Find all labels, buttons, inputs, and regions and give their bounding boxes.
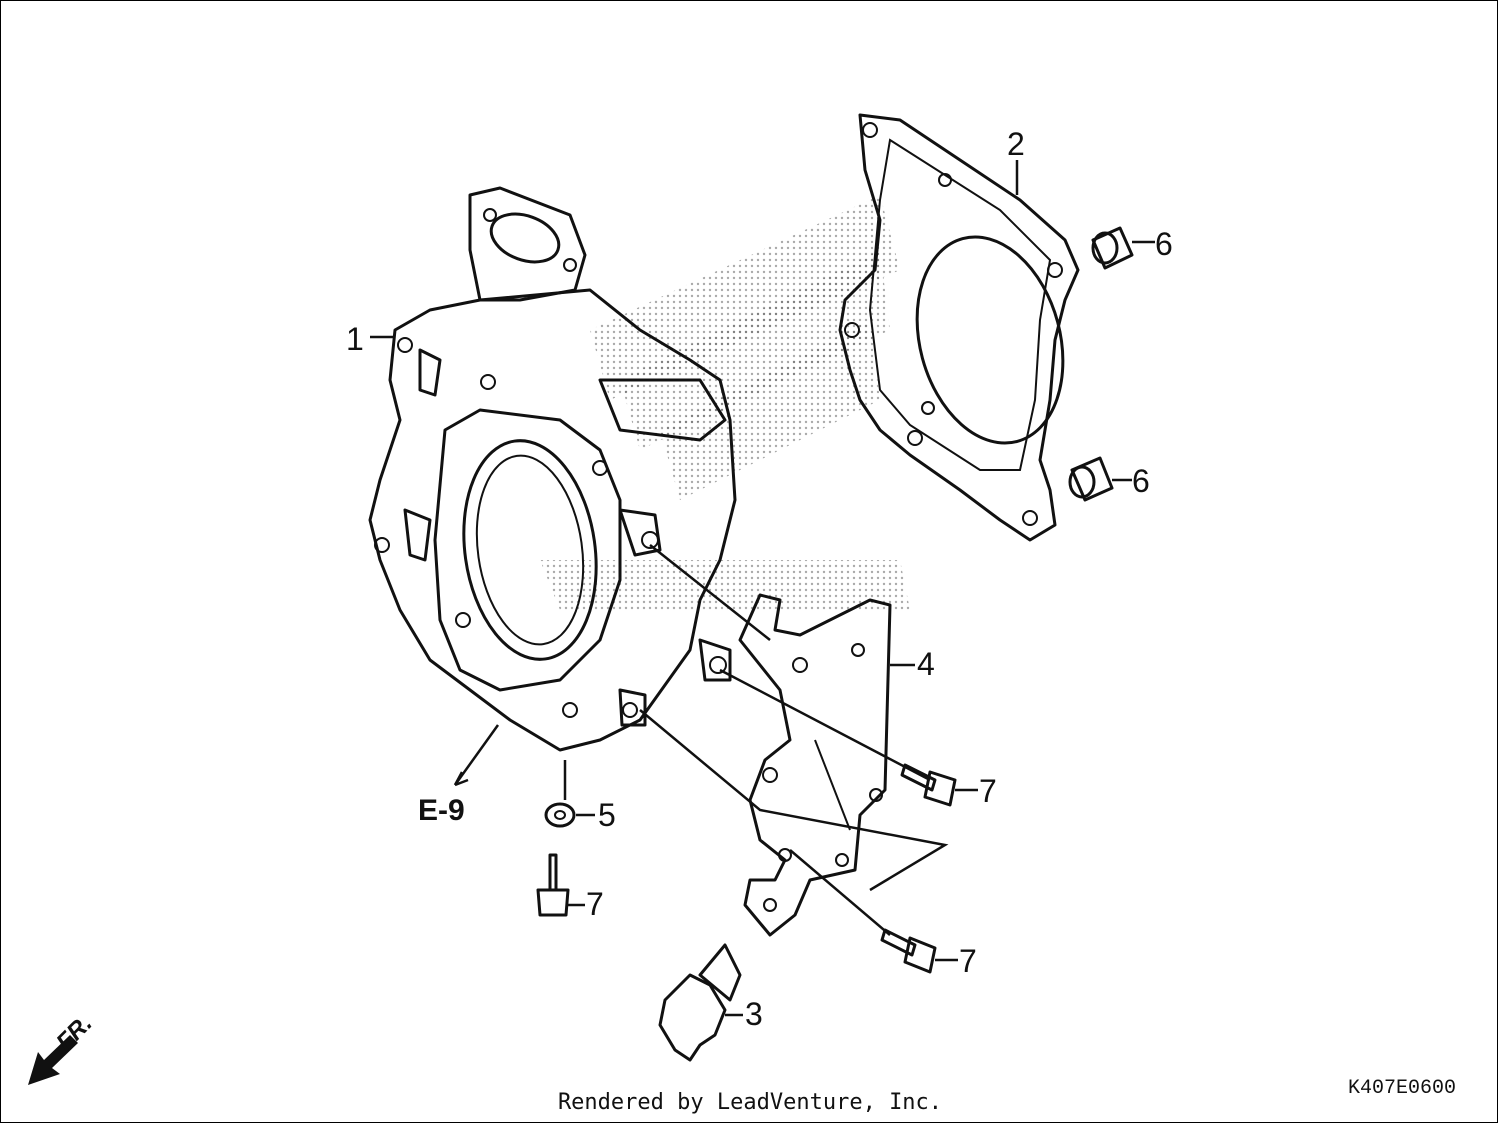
callout-2[interactable]: 2 xyxy=(1007,126,1025,162)
washer-part[interactable] xyxy=(544,802,576,828)
callout-1[interactable]: 1 xyxy=(346,321,364,357)
callout-3[interactable]: 3 xyxy=(745,996,763,1032)
clip-part[interactable] xyxy=(658,943,742,1062)
callout-6-upper[interactable]: 6 xyxy=(1155,226,1173,262)
bracket-part[interactable] xyxy=(738,593,892,937)
callout-7-right-lower[interactable]: 7 xyxy=(959,943,977,979)
callout-5[interactable]: 5 xyxy=(598,797,616,833)
drawing-code: K407E0600 xyxy=(1348,1077,1456,1100)
front-arrow-icon: FR. xyxy=(28,1010,98,1085)
callout-6-lower[interactable]: 6 xyxy=(1132,463,1150,499)
callout-4[interactable]: 4 xyxy=(917,646,935,682)
gasket-part[interactable] xyxy=(838,113,1085,542)
dowel-pin-upper[interactable] xyxy=(1091,226,1134,270)
callout-7-left[interactable]: 7 xyxy=(586,886,604,922)
cylinder-part[interactable] xyxy=(368,186,737,752)
bolt-left[interactable] xyxy=(536,853,570,917)
bolt-right-upper[interactable] xyxy=(900,763,957,807)
bolt-right-lower[interactable] xyxy=(880,928,937,974)
footer-credit: Rendered by LeadVenture, Inc. xyxy=(557,1090,943,1115)
assembly-hatching xyxy=(540,195,910,610)
dowel-pin-lower[interactable] xyxy=(1068,456,1114,502)
callout-7-right-upper[interactable]: 7 xyxy=(979,773,997,809)
reference-label[interactable]: E-9 xyxy=(418,794,465,827)
leader-lines xyxy=(370,160,1155,1017)
